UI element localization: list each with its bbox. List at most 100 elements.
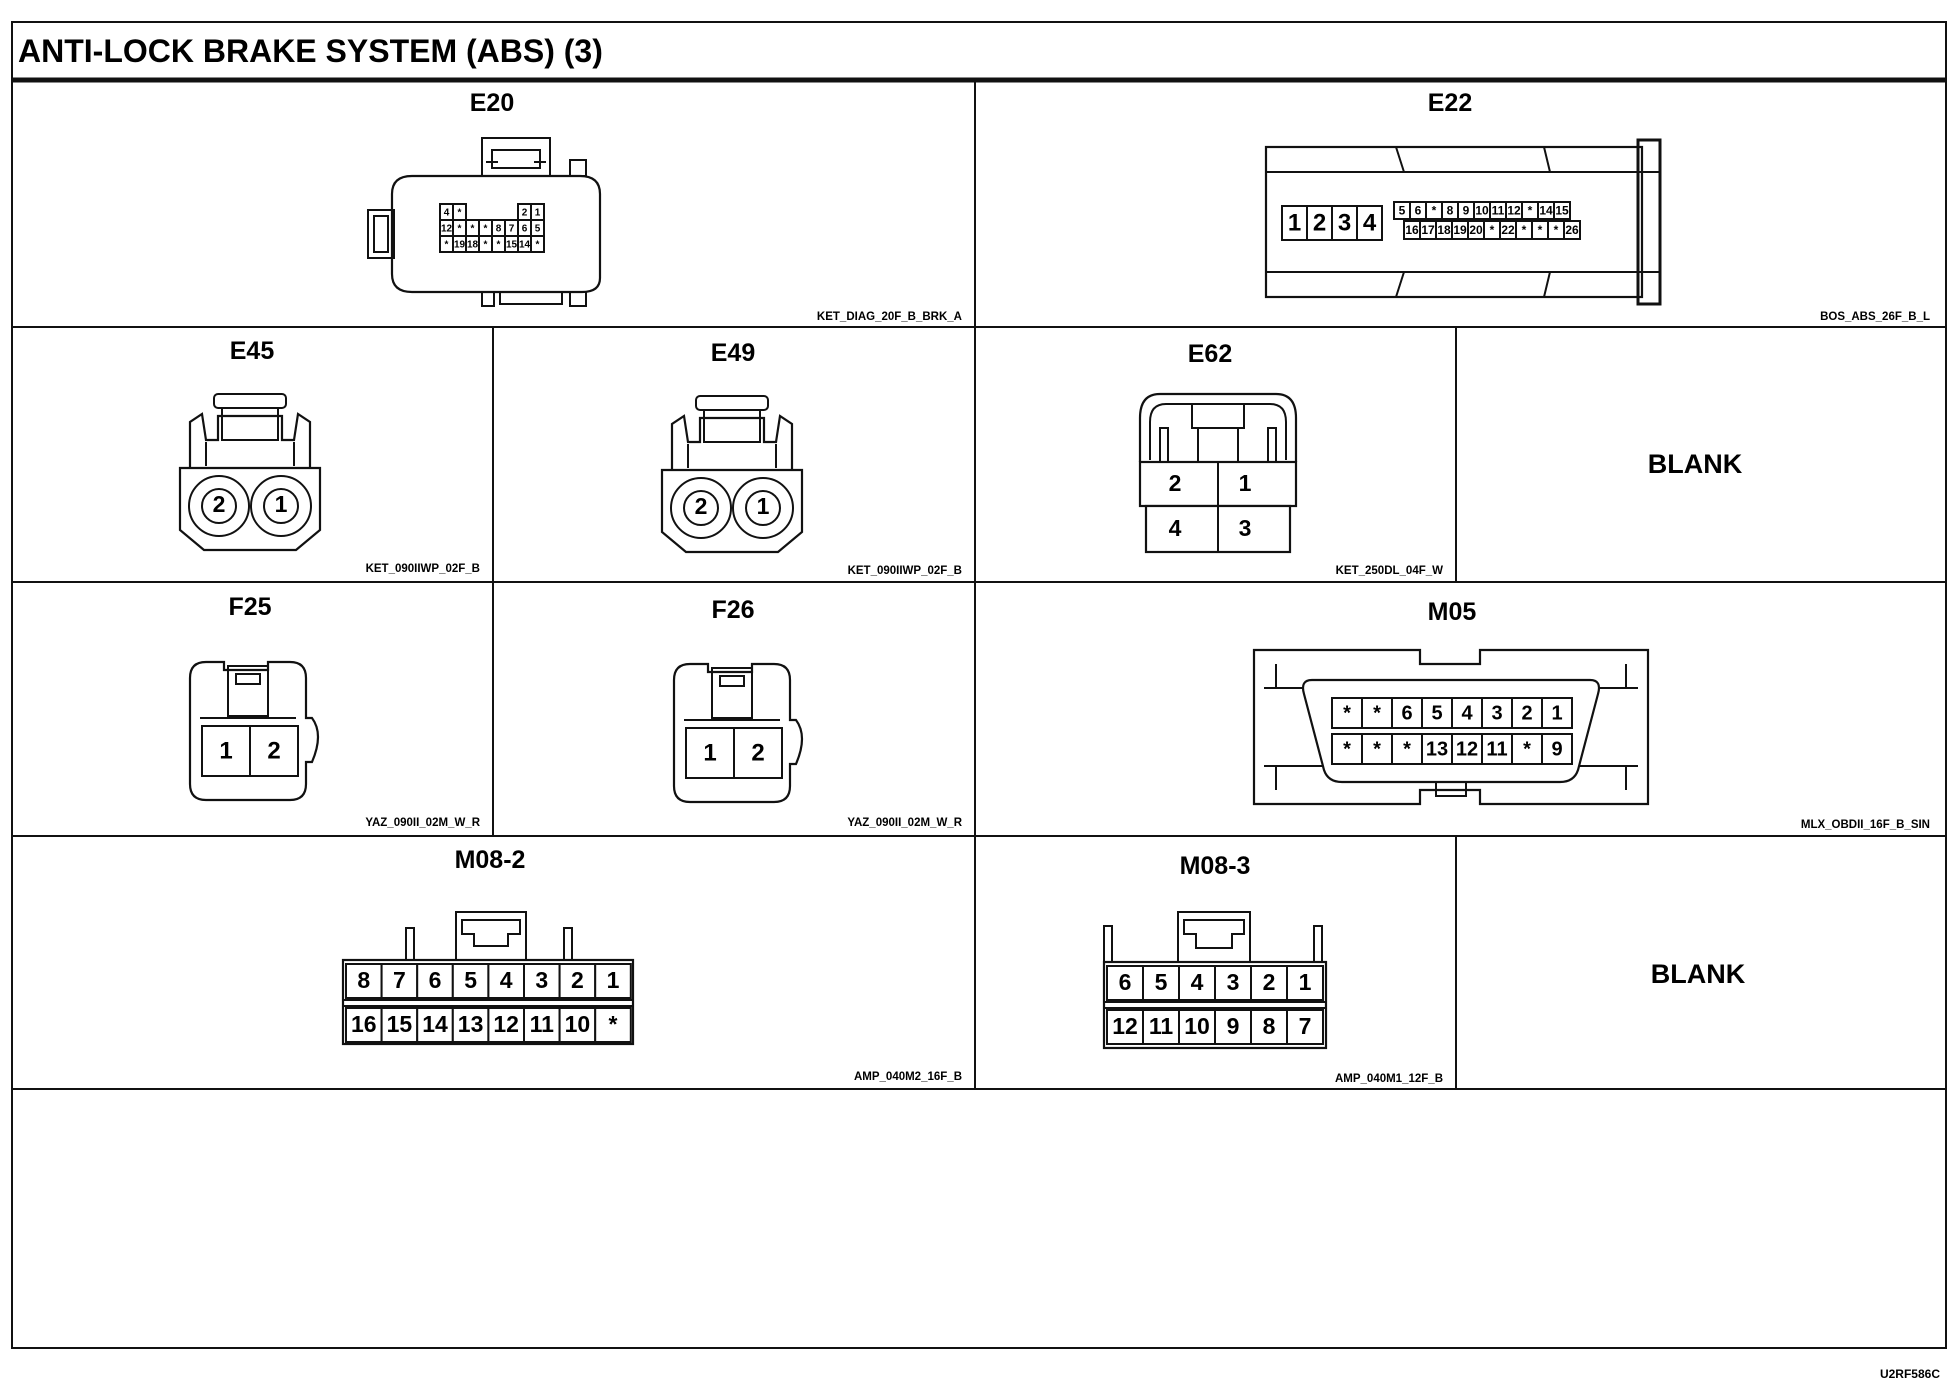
connector-m08-2-cavity <box>451 1007 490 1043</box>
connector-e20-pin: * <box>484 224 488 235</box>
connector-e62-pin: 1 <box>1239 470 1252 496</box>
connector-e22-pin: * <box>1490 223 1495 237</box>
connector-m05-pin: 3 <box>1491 702 1502 724</box>
connector-f26-pin: 1 <box>703 739 716 766</box>
connector-e22-cavity <box>1356 205 1383 241</box>
connector-e22-cavity <box>1563 220 1581 240</box>
connector-m08-2-cavity <box>345 963 383 999</box>
connector-m08-2-pin: 16 <box>351 1011 377 1037</box>
connector-m05-pin: 5 <box>1431 702 1442 724</box>
connector-e20-pin: 6 <box>522 224 528 235</box>
connector-m08-2-pin: 12 <box>493 1011 519 1037</box>
connector-m08-2-pin: 7 <box>393 967 406 993</box>
connector-e22-pin: 3 <box>1338 209 1351 236</box>
connector-m08-3-name: M08-3 <box>1180 852 1251 880</box>
blank-label: BLANK <box>1648 449 1743 479</box>
connector-m05-cavity <box>1361 733 1393 765</box>
sheet-grid <box>11 21 1947 1349</box>
connector-m08-3-pin: 9 <box>1227 1013 1240 1039</box>
connector-e62: E62 KET_250DL_04F_W 2 1 4 3 <box>1138 340 1443 577</box>
connector-m08-3-pin: 10 <box>1184 1013 1210 1039</box>
connector-m08-3-pin: 6 <box>1119 969 1132 995</box>
connector-e22-pin: 20 <box>1469 223 1483 237</box>
connector-m08-3-pin: 3 <box>1227 969 1240 995</box>
connector-e20-pin: 8 <box>496 224 502 235</box>
connector-e49-pin: 1 <box>757 493 770 519</box>
connector-m05-pin: 11 <box>1486 738 1507 760</box>
connector-m05-pin: 13 <box>1426 738 1448 760</box>
connector-m05-name: M05 <box>1428 598 1477 626</box>
connector-e22-pin: 2 <box>1313 209 1326 236</box>
connector-e20-pin: 2 <box>522 208 528 219</box>
connector-e62-pin: 3 <box>1239 515 1252 541</box>
connector-m05-code: MLX_OBDII_16F_B_SIN <box>1801 819 1930 831</box>
connector-m08-3-cavity <box>1286 1009 1324 1045</box>
connector-f25-pin: 2 <box>267 737 280 764</box>
figure-id: U2RF586C <box>1880 1367 1940 1381</box>
connector-e20-pin: 4 <box>444 208 450 219</box>
connector-m08-3-cavity <box>1106 1009 1144 1045</box>
connector-e22-pin: 14 <box>1539 204 1553 218</box>
connector-e20-pin: * <box>458 224 462 235</box>
connector-m08-2-pin: * <box>609 1011 618 1037</box>
connector-e20-pin: 5 <box>535 224 541 235</box>
connector-m08-2-cavity <box>523 963 561 999</box>
connector-e49-pin: 2 <box>695 493 708 519</box>
connector-m05-pin: 2 <box>1521 702 1532 724</box>
connector-e20-pin: 18 <box>467 240 479 251</box>
connector-m05-pin: * <box>1373 702 1381 724</box>
blank-label: BLANK <box>1651 959 1746 989</box>
connector-m08-2-pin: 13 <box>458 1011 484 1037</box>
connector-e49-housing <box>660 395 804 554</box>
connector-m05-pin: 1 <box>1551 702 1562 724</box>
connector-m05-cavity <box>1391 697 1423 729</box>
connector-m08-3-pin: 12 <box>1112 1013 1138 1039</box>
connector-e20-pin: 1 <box>535 208 541 219</box>
connector-m08-2-pin: 2 <box>571 967 584 993</box>
connector-e49: E49 KET_090IIWP_02F_B 2 1 <box>660 339 962 577</box>
connector-f25: F25 YAZ_090II_02M_W_R 1 2 <box>188 593 481 829</box>
connector-m05-pin: * <box>1523 738 1531 760</box>
connector-m08-3-pin: 8 <box>1263 1013 1276 1039</box>
connector-e22-pin: * <box>1522 223 1527 237</box>
connector-e62-pin: 4 <box>1169 515 1182 541</box>
connector-e45-housing <box>178 393 322 552</box>
connector-m08-2-pin: 1 <box>607 967 620 993</box>
connector-m08-3-pin: 7 <box>1299 1013 1312 1039</box>
connector-m08-2-cavity <box>523 1007 561 1043</box>
connector-m05-pin: 6 <box>1401 702 1412 724</box>
connector-e22-pin: 12 <box>1507 204 1521 218</box>
connector-m08-2-cavity <box>487 963 525 999</box>
connector-m08-2-pin: 6 <box>429 967 442 993</box>
connector-e49-name: E49 <box>711 339 755 367</box>
connector-m05-cavity <box>1391 733 1423 765</box>
connector-e22-pin: * <box>1528 204 1533 218</box>
connector-m08-3-code: AMP_040M1_12F_B <box>1335 1073 1443 1085</box>
connector-m05-pin: * <box>1343 738 1351 760</box>
connector-e22-code: BOS_ABS_26F_B_L <box>1820 311 1930 323</box>
connector-m08-3-pin: 2 <box>1263 969 1276 995</box>
connector-m05-cavity <box>1481 697 1513 729</box>
connector-e45-pin: 1 <box>275 491 288 517</box>
connector-m08-2-name: M08-2 <box>455 846 526 874</box>
page-title: ANTI-LOCK BRAKE SYSTEM (ABS) (3) <box>18 33 603 69</box>
connector-e22-pin: 22 <box>1501 223 1515 237</box>
connector-m05-cavity <box>1421 697 1453 729</box>
connector-e62-housing <box>1138 392 1298 554</box>
connector-e22-pin: 19 <box>1453 223 1467 237</box>
connector-m08-2-cavity <box>345 1007 383 1043</box>
connector-m08-2-pin: 14 <box>422 1011 448 1037</box>
connector-f26-housing <box>672 662 804 804</box>
connector-e22-pin: 1 <box>1288 209 1301 236</box>
connector-m08-2-cavity <box>416 963 454 999</box>
connector-m05-pin: 9 <box>1551 738 1562 760</box>
connector-e20-pin: * <box>497 240 501 251</box>
connector-m08-2-pin: 10 <box>565 1011 591 1037</box>
